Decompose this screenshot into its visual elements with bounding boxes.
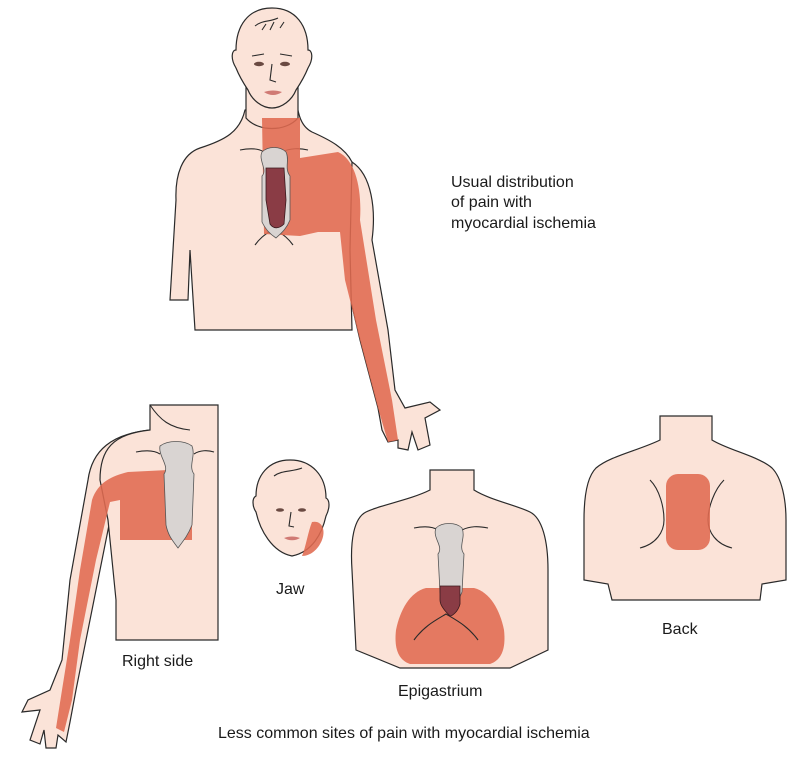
main-figure xyxy=(170,8,440,450)
main-label-line-1: Usual distribution xyxy=(451,173,596,193)
right-side-label: Right side xyxy=(122,652,193,672)
main-eye-right xyxy=(280,62,290,66)
epigastrium-label: Epigastrium xyxy=(398,682,482,702)
jaw-label: Jaw xyxy=(276,580,304,600)
caption: Less common sites of pain with myocardia… xyxy=(218,724,590,744)
main-eye-left xyxy=(254,62,264,66)
main-heart-icon xyxy=(266,168,286,228)
back-figure xyxy=(584,416,786,600)
jaw-eye-right xyxy=(298,508,306,512)
main-label-line-3: myocardial ischemia xyxy=(451,214,596,234)
main-label: Usual distribution of pain with myocardi… xyxy=(451,173,596,234)
epigastrium-figure xyxy=(352,470,548,668)
right-side-figure xyxy=(22,405,218,748)
back-label: Back xyxy=(662,620,698,640)
jaw-figure xyxy=(253,460,329,556)
main-label-line-2: of pain with xyxy=(451,193,596,213)
jaw-eye-left xyxy=(276,508,284,512)
back-pain-region xyxy=(666,474,710,550)
